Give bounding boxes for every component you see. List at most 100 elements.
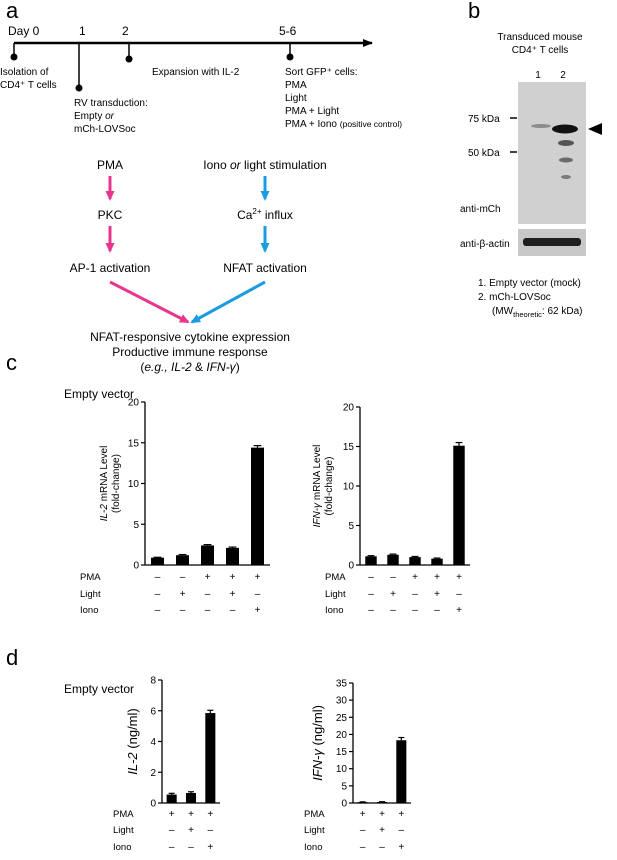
blot-title-line2: CD4⁺ T cells: [512, 45, 569, 56]
condition-sign: +: [169, 809, 175, 820]
legend-line3: (MWtheoretic: 62 kDa): [492, 306, 582, 319]
y-tick-label: 5: [341, 781, 347, 792]
condition-sign: –: [255, 589, 261, 600]
y-axis-label: IFN-γ (ng/ml): [310, 705, 325, 781]
condition-sign: +: [188, 809, 194, 820]
section-title-c: Empty vector: [64, 387, 134, 401]
condition-sign: –: [399, 825, 405, 836]
condition-sign: –: [180, 605, 186, 616]
condition-label: PMA: [325, 572, 346, 583]
condition-label: PMA: [113, 809, 134, 820]
blot-title-line1: Transduced mouse: [497, 32, 583, 43]
legend-line1: 1. Empty vector (mock): [478, 278, 581, 289]
bar: [387, 554, 399, 565]
condition-sign: –: [368, 605, 374, 616]
y-tick-label: 4: [150, 737, 156, 748]
rv-line2: Empty or: [74, 111, 115, 122]
condition-sign: –: [412, 589, 418, 600]
bar: [396, 740, 407, 803]
bar: [453, 445, 465, 565]
condition-sign: –: [379, 842, 385, 853]
condition-sign: –: [390, 605, 396, 616]
condition-label: PMA: [304, 809, 325, 820]
sort-line5: PMA + Iono (positive control): [285, 119, 402, 130]
bar: [431, 558, 443, 565]
isolation-line1: Isolation of: [0, 67, 49, 78]
anti-mch-label: anti-mCh: [460, 204, 501, 215]
tick-day56: 5-6: [279, 24, 297, 38]
condition-sign: +: [360, 809, 366, 820]
y-tick-label: 2: [150, 768, 156, 779]
condition-label: Iono: [80, 605, 99, 616]
y-tick-label: 20: [128, 398, 140, 409]
blue-converge-arrow: [190, 280, 266, 324]
condition-sign: –: [188, 842, 194, 853]
band-lane2-main: [552, 124, 578, 134]
isolation-line2: CD4⁺ T cells: [0, 80, 57, 91]
y-tick-label: 25: [336, 713, 348, 724]
rv-line3: mCh-LOVSoc: [74, 124, 136, 135]
pkc-node: PKC: [98, 208, 123, 222]
condition-sign: +: [180, 589, 186, 600]
bar: [151, 557, 164, 565]
y-axis-label-line2: (fold-change): [324, 457, 335, 516]
condition-sign: –: [230, 605, 236, 616]
sort-line2: PMA: [285, 80, 307, 91]
y-tick-label: 10: [343, 482, 355, 493]
bar: [201, 545, 214, 565]
band-pointer-icon: [588, 123, 602, 135]
tick-day1: 1: [79, 24, 86, 38]
y-tick-label: 0: [341, 799, 347, 810]
bar: [251, 447, 264, 565]
condition-sign: –: [360, 842, 366, 853]
bar: [176, 555, 189, 565]
condition-sign: –: [155, 605, 161, 616]
condition-sign: –: [434, 605, 440, 616]
condition-sign: –: [180, 572, 186, 583]
condition-sign: +: [456, 572, 462, 583]
condition-sign: +: [390, 589, 396, 600]
y-tick-label: 15: [128, 438, 140, 449]
condition-sign: +: [398, 809, 404, 820]
condition-label: Iono: [325, 605, 344, 616]
sort-line3: Light: [285, 93, 307, 104]
condition-label: Iono: [113, 842, 132, 853]
y-axis-label: IL-2 (ng/ml): [125, 708, 140, 774]
bar: [166, 794, 177, 803]
condition-sign: –: [390, 572, 396, 583]
y-tick-label: 20: [343, 403, 355, 414]
marker-50: 50 kDa: [468, 148, 500, 159]
y-tick-label: 35: [336, 679, 348, 690]
bar: [226, 547, 239, 565]
bar: [185, 793, 197, 803]
y-tick-label: 15: [336, 747, 348, 758]
condition-sign: +: [230, 572, 236, 583]
y-axis-label: IL-2 mRNA Level: [99, 446, 110, 522]
pink-converge-arrow: [109, 280, 190, 324]
mch-blot: [518, 82, 586, 224]
band-lane2: [559, 157, 573, 163]
bar: [365, 556, 377, 565]
condition-sign: –: [368, 589, 374, 600]
timeline-dot: [10, 53, 18, 61]
y-tick-label: 30: [336, 696, 348, 707]
condition-sign: +: [456, 605, 462, 616]
condition-sign: –: [155, 572, 161, 583]
bar: [409, 557, 421, 565]
y-tick-label: 6: [150, 706, 156, 717]
condition-sign: –: [456, 589, 462, 600]
y-tick-label: 5: [348, 521, 354, 532]
panel-label-a: a: [6, 0, 19, 23]
y-tick-label: 15: [343, 442, 355, 453]
y-tick-label: 5: [133, 520, 139, 531]
condition-sign: –: [169, 825, 175, 836]
condition-label: Iono: [304, 842, 323, 853]
sort-line1: Sort GFP⁺ cells:: [285, 67, 358, 78]
pma-node: PMA: [97, 158, 123, 172]
pathway: PMA PKC AP-1 activation Iono or light st…: [70, 158, 327, 374]
